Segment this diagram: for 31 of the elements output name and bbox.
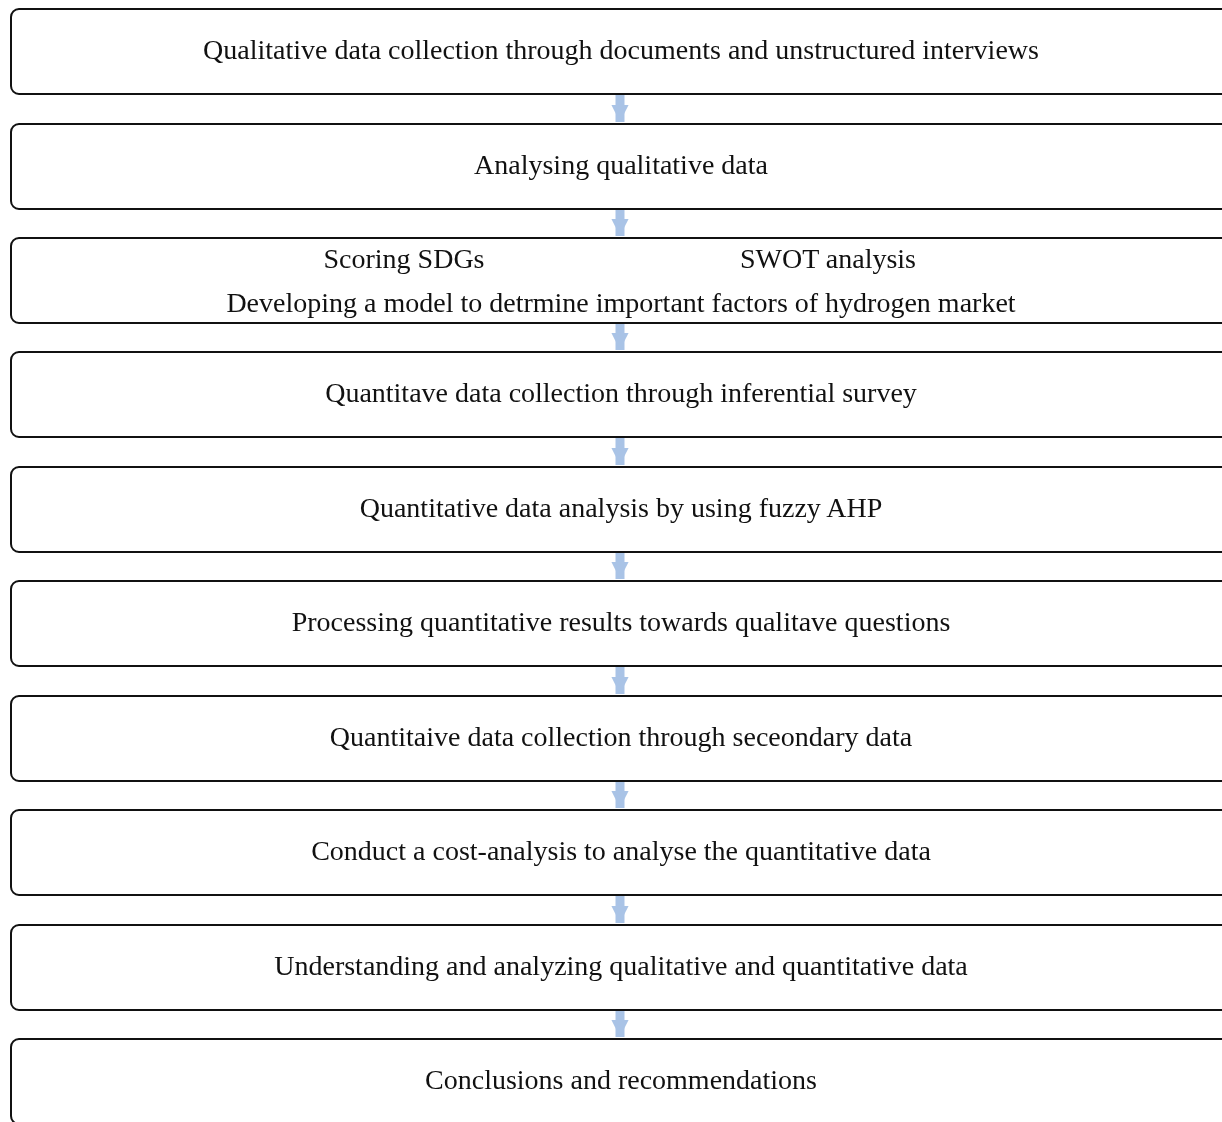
step-text: Analysing qualitative data bbox=[474, 149, 768, 182]
process-box bbox=[10, 8, 1222, 95]
step-text: SWOT analysis bbox=[740, 243, 916, 276]
step-text: Scoring SDGs bbox=[323, 243, 485, 276]
arrow bbox=[611, 210, 629, 236]
process-box bbox=[10, 924, 1222, 1011]
step-text: Developing a model to detrmine important factors of hydrogen market bbox=[226, 287, 1016, 320]
arrow bbox=[611, 438, 629, 465]
arrow bbox=[611, 95, 629, 122]
process-box bbox=[10, 1038, 1222, 1122]
step-text: Quantitave data collection through inferential survey bbox=[325, 377, 917, 410]
step-text: Processing quantitative results towards qualitave questions bbox=[291, 606, 951, 639]
process-box bbox=[10, 351, 1222, 438]
step-text: Conduct a cost-analysis to analyse the quantitative data bbox=[311, 835, 931, 868]
step-text: Conclusions and recommendations bbox=[425, 1064, 817, 1097]
arrow bbox=[611, 667, 629, 694]
process-box bbox=[10, 695, 1222, 782]
step-text: Understanding and analyzing qualitative and quantitative data bbox=[274, 950, 968, 983]
arrow bbox=[611, 553, 629, 579]
arrow bbox=[611, 896, 629, 923]
arrow bbox=[611, 782, 629, 808]
process-box bbox=[10, 809, 1222, 896]
process-box bbox=[10, 123, 1222, 210]
arrow bbox=[611, 1011, 629, 1037]
process-box bbox=[10, 466, 1222, 553]
step-text: Quantitative data analysis by using fuzzy AHP bbox=[359, 492, 883, 525]
step-text: Quantitaive data collection through seceondary data bbox=[329, 721, 913, 754]
step-text: Qualitative data collection through documents and unstructured interviews bbox=[203, 34, 1039, 67]
arrow bbox=[611, 324, 629, 350]
process-box bbox=[10, 580, 1222, 667]
process-box bbox=[10, 237, 1222, 324]
